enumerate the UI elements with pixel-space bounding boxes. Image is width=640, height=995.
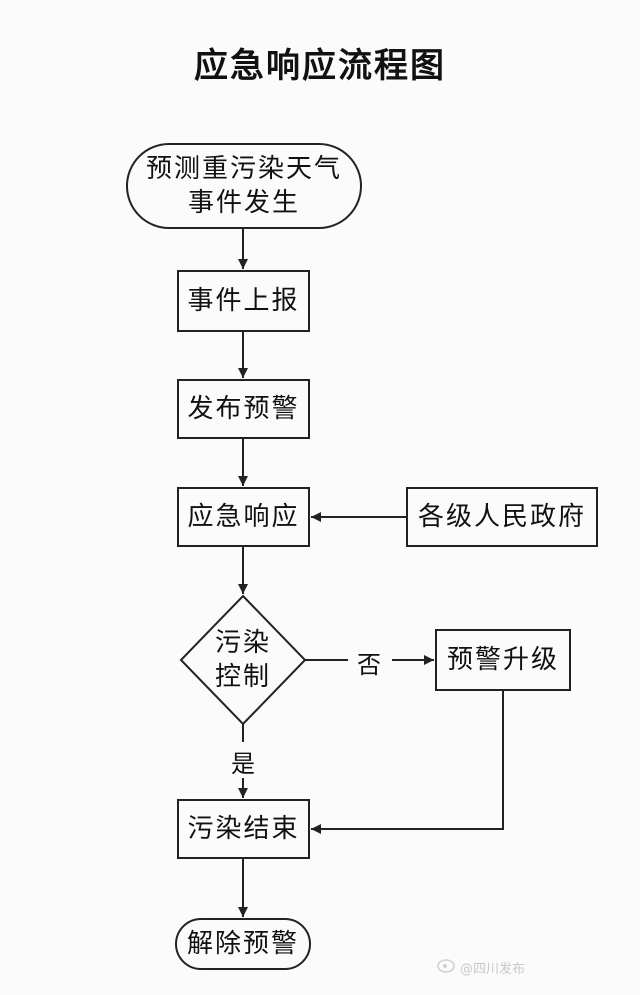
start-node-label-line1: 预测重污染天气 [145,154,342,184]
edge-label-yes: 是 [231,750,255,778]
weibo-icon [437,959,455,973]
release-node-label: 解除预警 [186,929,299,959]
end-pollution-node-label: 污染结束 [187,814,300,844]
response-node-shape [177,487,310,547]
start-node: 预测重污染天气 事件发生 [127,152,361,220]
control-decision-label-line1: 污染 [214,628,271,658]
control-decision: 污染 控制 [193,626,293,694]
control-decision-label-line2: 控制 [214,662,271,692]
upgrade-node-label: 预警升级 [446,645,559,675]
edge-label-no: 否 [357,651,381,679]
government-node-shape [406,487,598,547]
response-node-label: 应急响应 [187,502,300,532]
end-pollution-node-shape [177,799,310,859]
watermark-text: @四川发布 [460,962,526,977]
edge-upgrade-to-end [311,690,504,834]
warning-node-shape [177,379,310,439]
release-node-shape [175,918,311,970]
diagram-title: 应急响应流程图 [194,46,446,86]
government-node-label: 各级人民政府 [417,502,586,532]
warning-node-label: 发布预警 [187,394,300,424]
report-node-label: 事件上报 [187,286,300,316]
start-node-label-line2: 事件发生 [187,188,300,218]
